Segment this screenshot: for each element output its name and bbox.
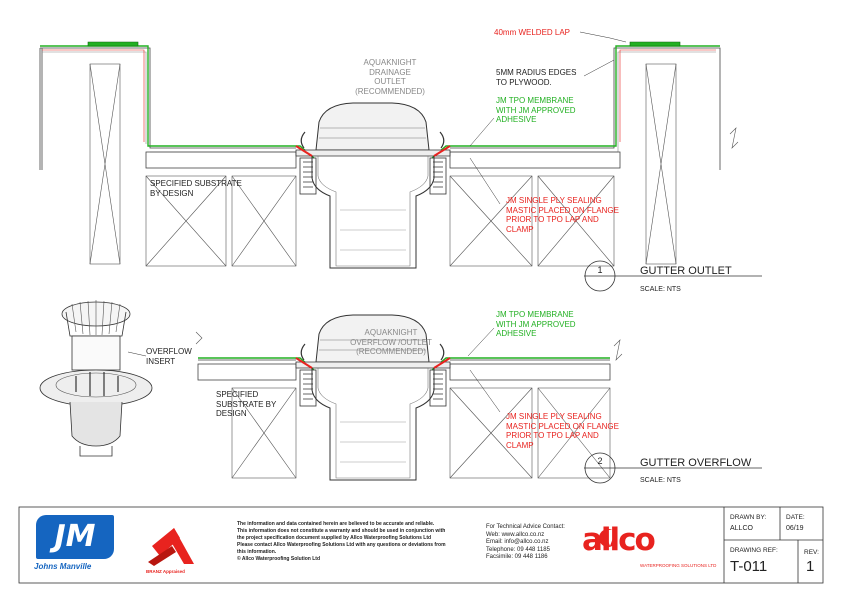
date-label: DATE: (786, 514, 805, 521)
substrate-label-2: SPECIFIED SUBSTRATE BY DESIGN (216, 390, 277, 418)
tpo-membrane-label: JM TPO MEMBRANE WITH JM APPROVED ADHESIV… (496, 96, 576, 124)
radius-edges-label: 5MM RADIUS EDGES TO PLYWOOD. (496, 68, 577, 87)
overflow-insert-illustration (39, 300, 153, 457)
branz-logo (148, 528, 194, 566)
gutter-overflow-section (195, 314, 623, 481)
tpo-membrane-label-2: JM TPO MEMBRANE WITH JM APPROVED ADHESIV… (496, 310, 576, 338)
detail-scale-2: SCALE: NTS (640, 477, 681, 484)
jm-brand-text: Johns Manville (34, 562, 92, 571)
welded-lap-label: 40mm WELDED LAP (494, 28, 571, 37)
substrate-label: SPECIFIED SUBSTRATE BY DESIGN (150, 179, 242, 198)
branz-text: BRANZ Appraised (146, 569, 185, 574)
overflow-outlet-label: AQUAKNIGHT OVERFLOW /OUTLET (RECOMMENDED… (350, 328, 432, 356)
overflow-insert-label: OVERFLOW INSERT (146, 347, 192, 366)
rev-value: 1 (806, 558, 815, 575)
drawing-ref-value: T-011 (730, 558, 768, 575)
date-value: 06/19 (786, 525, 804, 532)
detail-marker-1 (584, 260, 762, 292)
drawn-by-value: ALLCO (730, 525, 753, 532)
detail-scale-1: SCALE: NTS (640, 286, 681, 293)
detail-number-2: 2 (597, 456, 603, 466)
allco-icon (599, 529, 617, 547)
drawn-by-label: DRAWN BY: (730, 514, 767, 521)
footer-frame (18, 506, 824, 584)
disclaimer-text: The information and data contained herei… (237, 521, 446, 562)
rev-label: REV: (804, 549, 819, 556)
detail-number-1: 1 (597, 265, 603, 275)
jm-logo: JM (36, 515, 114, 559)
detail-title-1: GUTTER OUTLET (640, 265, 732, 277)
drainage-outlet-label: AQUAKNIGHT DRAINAGE OUTLET (RECOMMENDED) (355, 58, 425, 96)
detail-marker-2 (584, 452, 762, 484)
gutter-outlet-section (39, 31, 739, 269)
allco-tagline: WATERPROOFING SOLUTIONS LTD (640, 563, 717, 568)
allco-logo: allco (582, 522, 656, 558)
sealing-mastic-label-2: JM SINGLE PLY SEALING MASTIC PLACED ON F… (506, 412, 619, 450)
drawing-ref-label: DRAWING REF: (730, 547, 778, 554)
sealing-mastic-label: JM SINGLE PLY SEALING MASTIC PLACED ON F… (506, 196, 619, 234)
technical-contact: For Technical Advice Contact: Web: www.a… (486, 524, 565, 561)
detail-title-2: GUTTER OVERFLOW (640, 457, 752, 469)
